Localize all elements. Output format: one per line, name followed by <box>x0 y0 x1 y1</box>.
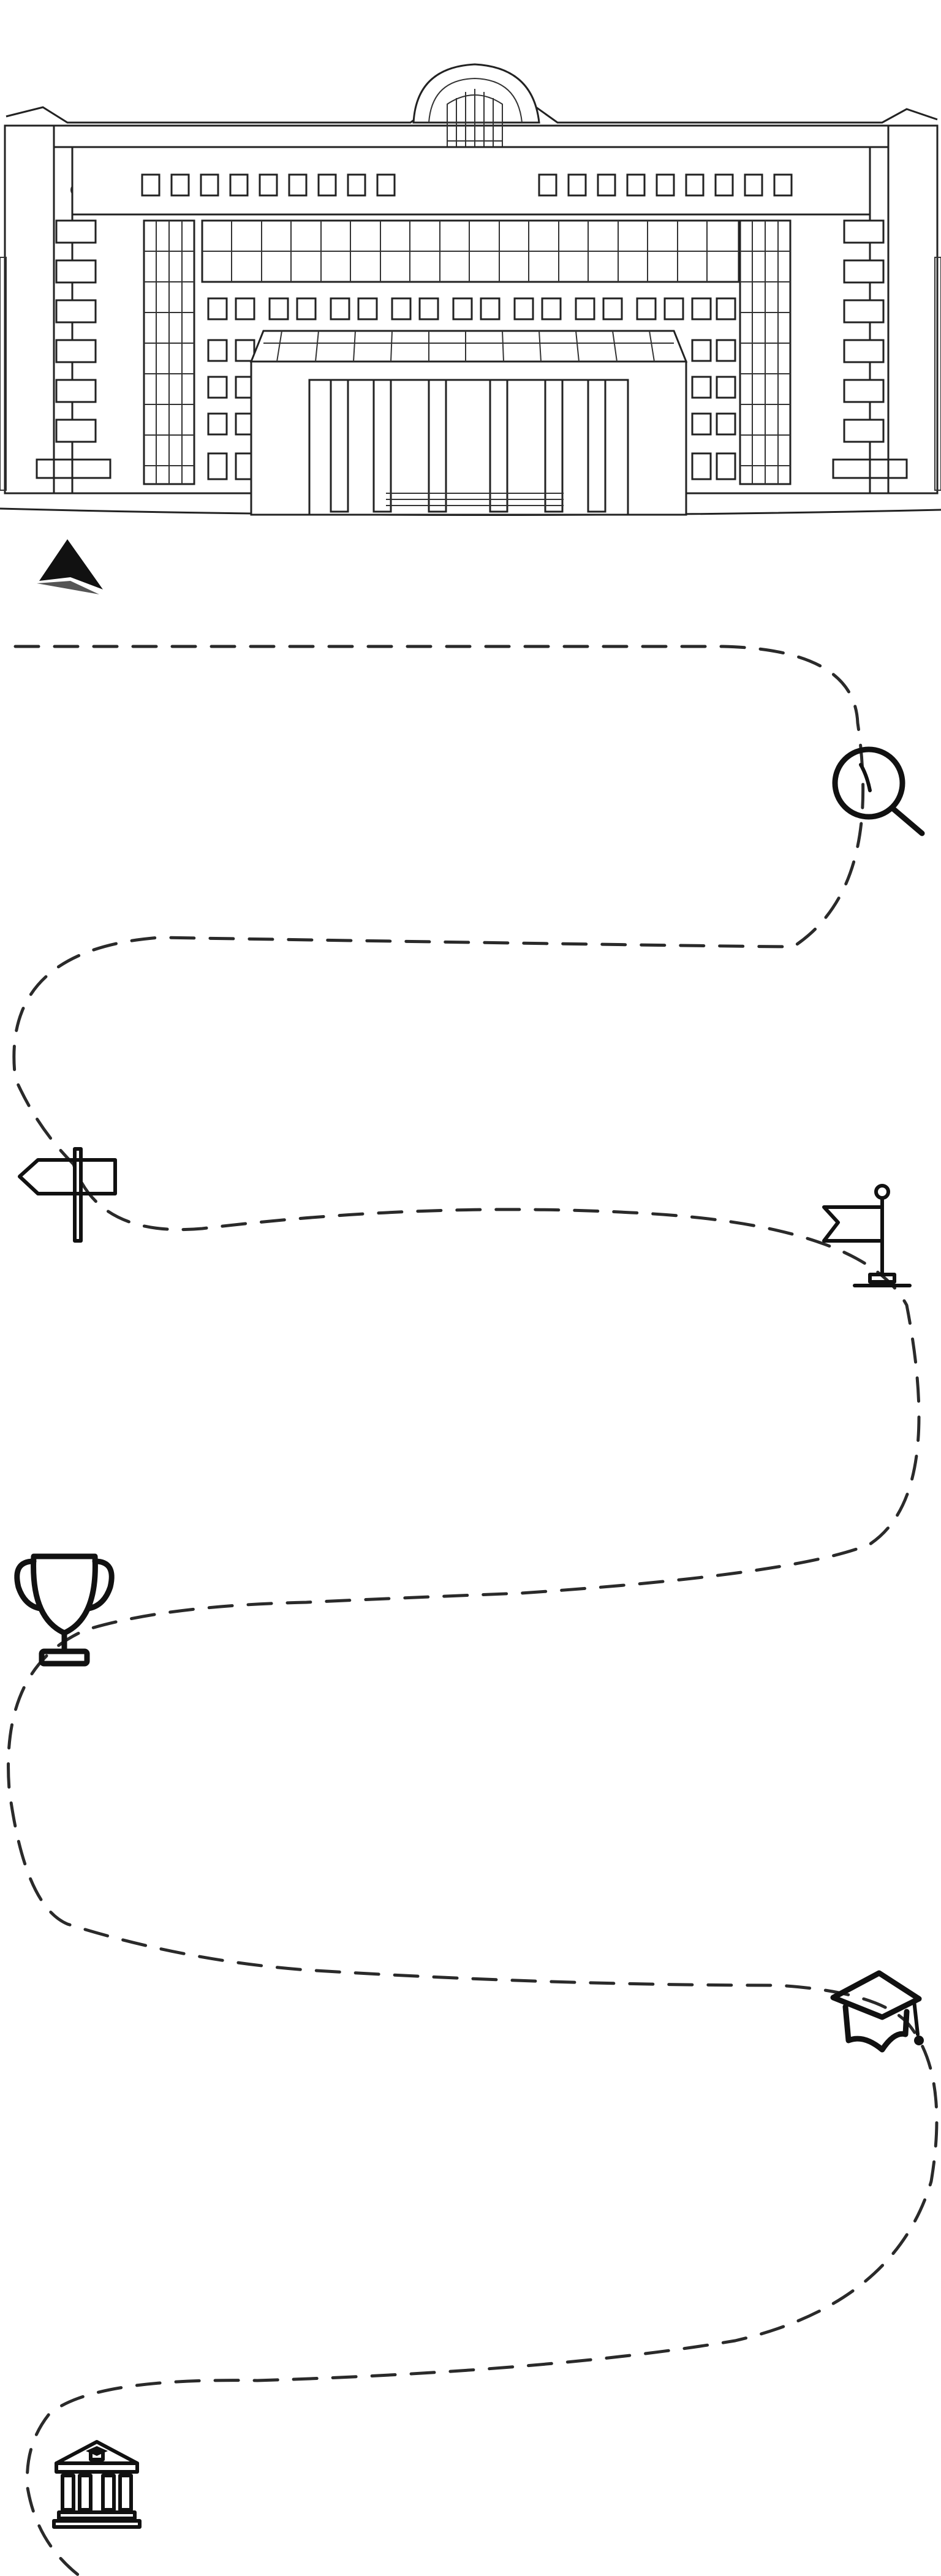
side-windows <box>0 219 941 491</box>
entrance-portico <box>249 330 688 516</box>
trophy-icon <box>14 1553 115 1667</box>
signpost-icon <box>18 1147 117 1243</box>
lower-window-grid <box>207 339 736 480</box>
top-window-row <box>141 173 793 197</box>
graduation-cap-icon <box>830 1970 924 2053</box>
magnifier-icon <box>832 746 925 836</box>
middle-window-row <box>207 297 736 320</box>
upper-window-band <box>201 219 740 283</box>
curtain-wall <box>143 219 792 485</box>
direction-arrow-icon <box>37 539 103 594</box>
campus-building-illustration <box>0 63 941 517</box>
university-building-icon <box>52 2440 142 2529</box>
flag-icon <box>822 1184 912 1287</box>
roadmap-path <box>7 645 939 2576</box>
